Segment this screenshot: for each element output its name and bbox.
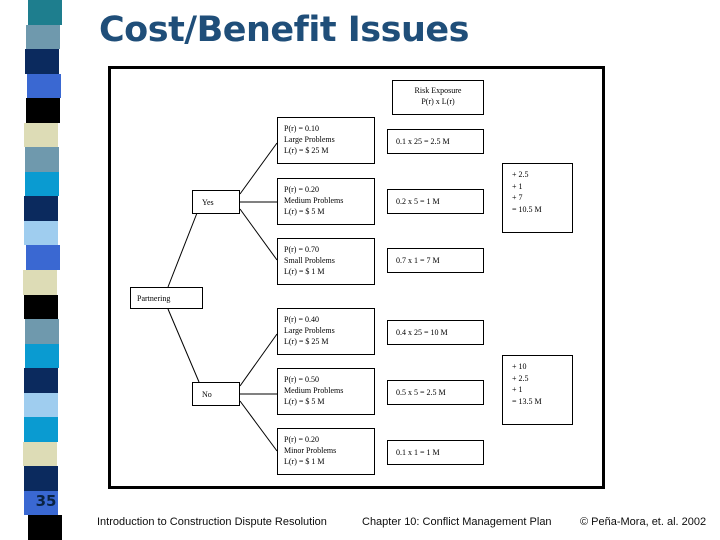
sidebar-color-block bbox=[23, 270, 57, 295]
total-box-yes: + 2.5 + 1 + 7 = 10.5 M bbox=[502, 163, 573, 233]
calc-box-4: 0.4 x 25 = 10 M bbox=[387, 320, 484, 345]
prob-line: P(r) = 0.50 bbox=[284, 375, 319, 384]
sidebar-color-block bbox=[26, 24, 60, 50]
calc-box-5: 0.5 x 5 = 2.5 M bbox=[387, 380, 484, 405]
sidebar-color-block bbox=[24, 368, 58, 393]
sidebar-color-block bbox=[24, 220, 58, 246]
footer-course-title: Introduction to Construction Dispute Res… bbox=[97, 516, 327, 528]
sidebar-color-block bbox=[24, 466, 58, 491]
total-line: + 2.5 bbox=[512, 373, 529, 383]
probability-box-6: P(r) = 0.20 Minor Problems L(r) = $ 1 M bbox=[277, 428, 375, 475]
calc-box-1: 0.1 x 25 = 2.5 M bbox=[387, 129, 484, 154]
loss-line: L(r) = $ 25 M bbox=[284, 337, 329, 346]
probability-box-2: P(r) = 0.20 Medium Problems L(r) = $ 5 M bbox=[277, 178, 375, 225]
loss-line: L(r) = $ 1 M bbox=[284, 457, 325, 466]
loss-line: L(r) = $ 25 M bbox=[284, 146, 329, 155]
risk-exposure-line2: P(r) x L(r) bbox=[421, 97, 455, 106]
total-line: + 10 bbox=[512, 362, 527, 371]
sidebar-color-block bbox=[24, 392, 58, 418]
loss-line: L(r) = $ 1 M bbox=[284, 267, 325, 276]
total-line: = 10.5 M bbox=[512, 204, 542, 214]
no-label: No bbox=[202, 389, 212, 399]
calc-text: 0.7 x 1 = 7 M bbox=[396, 256, 440, 265]
prob-line: P(r) = 0.20 bbox=[284, 435, 319, 444]
size-line: Large Problems bbox=[284, 326, 335, 335]
probability-box-1: P(r) = 0.10 Large Problems L(r) = $ 25 M bbox=[277, 117, 375, 164]
probability-box-4: P(r) = 0.40 Large Problems L(r) = $ 25 M bbox=[277, 308, 375, 355]
partnering-node: Partnering bbox=[130, 287, 203, 309]
sidebar-color-block bbox=[26, 245, 60, 271]
prob-line: P(r) = 0.20 bbox=[284, 185, 319, 194]
prob-line: P(r) = 0.70 bbox=[284, 245, 319, 254]
partnering-label: Partnering bbox=[137, 293, 171, 303]
sidebar-color-block bbox=[24, 490, 58, 516]
calc-box-2: 0.2 x 5 = 1 M bbox=[387, 189, 484, 214]
slide-title: Cost/Benefit Issues bbox=[99, 10, 469, 50]
total-line: + 1 bbox=[512, 181, 523, 191]
size-line: Minor Problems bbox=[284, 446, 337, 455]
loss-line: L(r) = $ 5 M bbox=[284, 397, 325, 406]
sidebar-color-block bbox=[24, 294, 58, 320]
calc-text: 0.1 x 25 = 2.5 M bbox=[396, 137, 450, 146]
yes-node: Yes bbox=[192, 190, 240, 214]
size-line: Medium Problems bbox=[284, 196, 344, 205]
size-line: Medium Problems bbox=[284, 386, 344, 395]
sidebar-color-block bbox=[25, 147, 59, 172]
total-line: + 2.5 bbox=[512, 170, 529, 179]
total-line: + 1 bbox=[512, 385, 523, 394]
sidebar-color-block bbox=[28, 515, 62, 540]
loss-line: L(r) = $ 5 M bbox=[284, 207, 325, 216]
risk-exposure-box: Risk Exposure P(r) x L(r) bbox=[392, 80, 484, 115]
page-number: 35 bbox=[35, 492, 57, 510]
total-box-no: + 10 + 2.5 + 1 = 13.5 M bbox=[502, 355, 573, 425]
size-line: Small Problems bbox=[284, 256, 335, 265]
sidebar-color-block bbox=[26, 98, 60, 123]
footer-copyright: © Peña-Mora, et. al. 2002 bbox=[580, 516, 707, 528]
calc-text: 0.2 x 5 = 1 M bbox=[396, 197, 440, 206]
probability-box-5: P(r) = 0.50 Medium Problems L(r) = $ 5 M bbox=[277, 368, 375, 415]
sidebar-color-block bbox=[23, 441, 57, 467]
sidebar-color-block bbox=[28, 0, 62, 25]
no-node: No bbox=[192, 382, 240, 406]
sidebar-color-block bbox=[25, 343, 59, 369]
calc-box-3: 0.7 x 1 = 7 M bbox=[387, 248, 484, 273]
sidebar-color-block bbox=[25, 319, 59, 344]
total-line: + 7 bbox=[512, 193, 523, 202]
risk-exposure-line1: Risk Exposure bbox=[414, 86, 462, 95]
calc-text: 0.5 x 5 = 2.5 M bbox=[396, 388, 446, 397]
calc-text: 0.1 x 1 = 1 M bbox=[396, 448, 440, 457]
sidebar-color-block bbox=[24, 417, 58, 442]
sidebar-color-block bbox=[24, 122, 58, 148]
sidebar-color-block bbox=[24, 196, 58, 221]
prob-line: P(r) = 0.40 bbox=[284, 315, 319, 324]
total-line: = 13.5 M bbox=[512, 396, 542, 406]
probability-box-3: P(r) = 0.70 Small Problems L(r) = $ 1 M bbox=[277, 238, 375, 285]
size-line: Large Problems bbox=[284, 135, 335, 144]
calc-text: 0.4 x 25 = 10 M bbox=[396, 328, 448, 337]
calc-box-6: 0.1 x 1 = 1 M bbox=[387, 440, 484, 465]
yes-label: Yes bbox=[202, 197, 214, 207]
footer-chapter: Chapter 10: Conflict Management Plan bbox=[362, 516, 552, 528]
sidebar-color-block bbox=[27, 73, 61, 99]
sidebar-color-block bbox=[25, 171, 59, 197]
prob-line: P(r) = 0.10 bbox=[284, 124, 319, 133]
sidebar-strip bbox=[22, 0, 66, 540]
sidebar-color-block bbox=[25, 49, 59, 74]
